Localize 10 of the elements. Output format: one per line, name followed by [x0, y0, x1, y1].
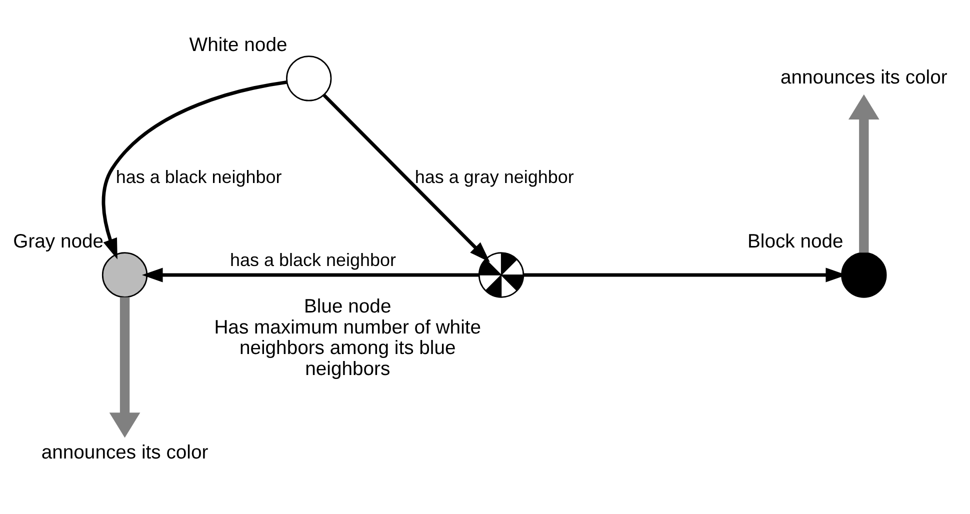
node-label: White node	[189, 34, 288, 56]
edge-label: has a black neighbor	[230, 250, 396, 270]
node-text: announces its color	[41, 442, 208, 464]
node-label: Has maximum number of white neighbors among its blue neighbors	[214, 316, 482, 380]
node-text: announces its color	[780, 66, 948, 89]
node-label: Blue node	[304, 296, 392, 318]
node-label: Gray node	[13, 230, 104, 253]
edge-label: has a black neighbor	[116, 166, 282, 187]
node-label: Block node	[747, 230, 844, 253]
edge-label: has a gray neighbor	[414, 166, 574, 187]
